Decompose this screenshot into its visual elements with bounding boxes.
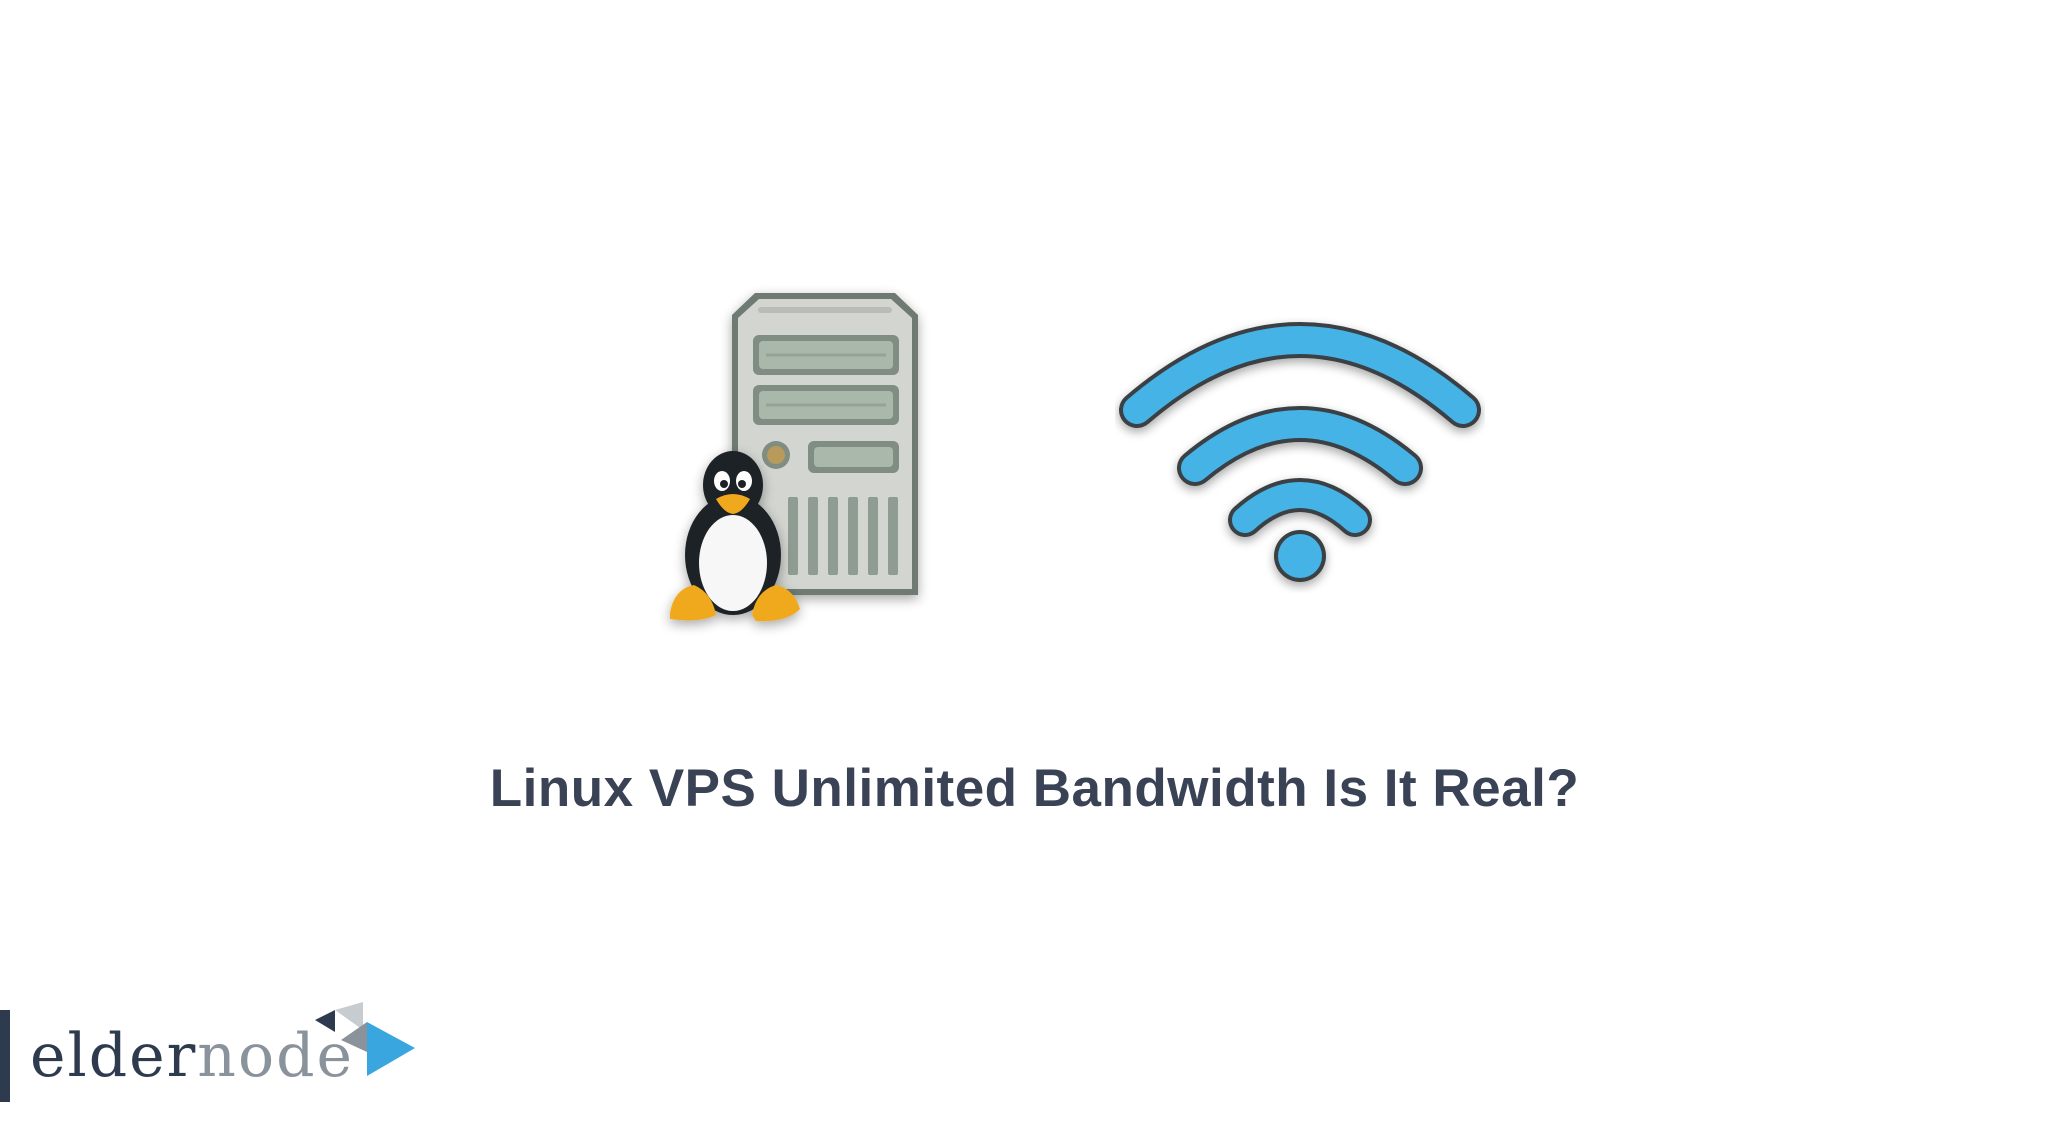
- brand-wordmark: eldernode: [30, 1026, 354, 1086]
- brand-bar: [0, 1010, 10, 1102]
- brand-name-part2: node: [197, 1021, 354, 1091]
- brand-logo: eldernode: [0, 1000, 430, 1110]
- brand-name-part1: elder: [30, 1021, 198, 1091]
- server-tower-icon: [670, 293, 918, 622]
- wifi-icon: [1119, 322, 1481, 582]
- page-title: Linux VPS Unlimited Bandwidth Is It Real…: [489, 759, 1580, 818]
- linux-penguin-icon: [670, 451, 800, 622]
- play-triangles-icon: [315, 1002, 415, 1076]
